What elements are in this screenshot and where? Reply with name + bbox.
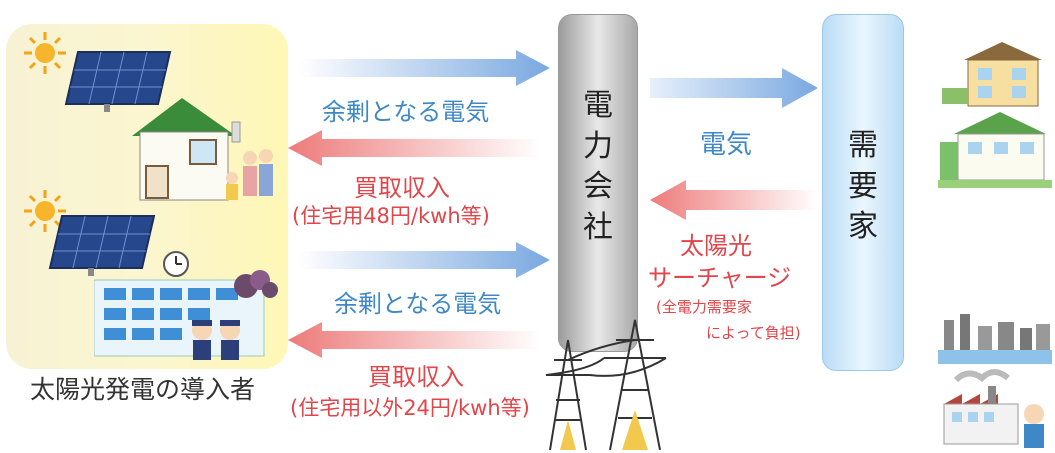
utility-char: 力 <box>583 128 613 164</box>
consumer-char: 需 <box>848 128 878 163</box>
purchase-label-top: 買取収入 <box>354 174 450 202</box>
surcharge-note-line1: (全電力需要家 <box>656 298 752 316</box>
utility-char: 会 <box>583 169 613 204</box>
solar-panel-icon <box>64 51 172 112</box>
utility-char: 電 <box>583 88 613 123</box>
purchase-label-bottom: 買取収入 <box>368 363 464 391</box>
surcharge-label-line1: 太陽光 <box>680 232 752 260</box>
sun-icon <box>24 32 66 74</box>
electricity-label: 電気 <box>700 130 753 160</box>
surcharge-note-line2: によって負担) <box>706 324 801 342</box>
surplus-label-bottom: 余剰となる電気 <box>334 290 502 318</box>
surcharge-label-line2: サーチャージ <box>648 264 792 292</box>
utility-company-pillar <box>558 14 638 352</box>
consumer-label: 需 要 家 <box>822 126 904 248</box>
industrial-factories-icon <box>938 314 1052 448</box>
consumer-char: 要 <box>848 168 878 204</box>
utility-company-label: 電 力 会 社 <box>558 86 638 248</box>
purchase-arrow-bottom <box>288 322 540 358</box>
purchase-note-top: (住宅用48円/kwh等) <box>292 204 490 228</box>
consumer-char: 家 <box>848 209 878 244</box>
surplus-arrow-bottom <box>298 242 550 278</box>
residential-houses-icon <box>938 42 1052 188</box>
electricity-arrow <box>650 68 818 108</box>
surcharge-arrow <box>650 180 818 220</box>
school-building-icon <box>94 251 278 360</box>
transmission-tower-icon <box>545 319 667 450</box>
consumer-pillar <box>822 14 904 371</box>
house-with-family-icon <box>132 98 273 201</box>
surplus-arrow-top <box>298 50 550 86</box>
purchase-note-bottom: (住宅用以外24円/kwh等) <box>290 396 530 420</box>
surplus-label-top: 余剰となる電気 <box>322 98 490 126</box>
producer-caption: 太陽光発電の導入者 <box>30 375 256 404</box>
solar-panel-icon <box>48 215 156 276</box>
purchase-arrow-top <box>288 130 540 166</box>
utility-char: 社 <box>583 209 613 245</box>
